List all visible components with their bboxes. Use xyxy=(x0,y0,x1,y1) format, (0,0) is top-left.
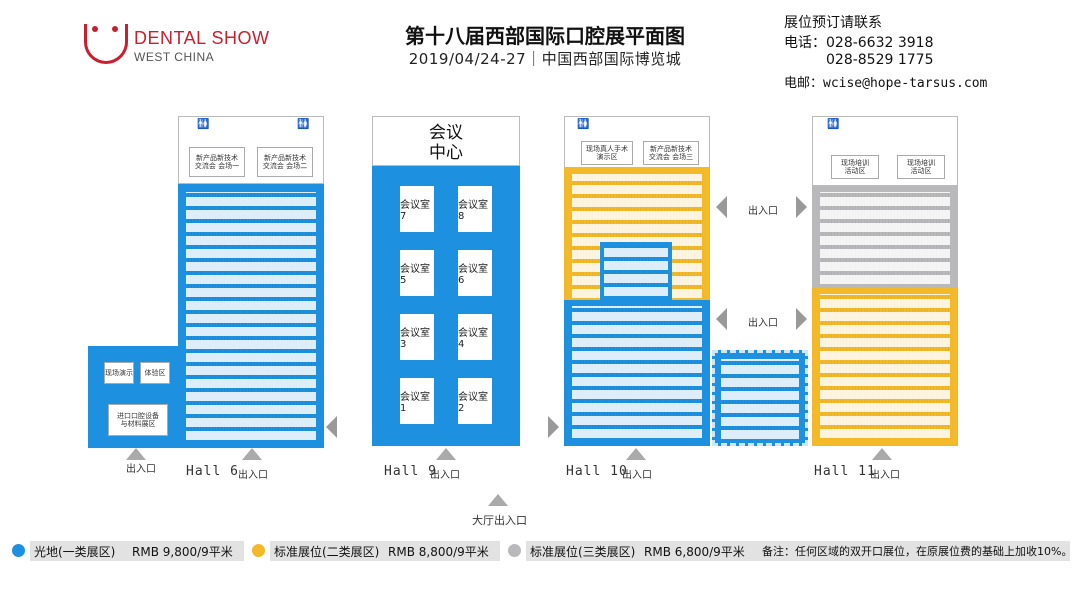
training-zone-2: 现场培训 活动区 xyxy=(897,155,945,179)
legend-name-1: 光地(一类展区) xyxy=(30,541,126,561)
main-exit-label: 大厅出入口 xyxy=(472,514,527,527)
hall-10-exit-arrow-icon xyxy=(716,196,727,218)
booth-grid xyxy=(820,192,950,284)
hall-11-exit-arrow-icon xyxy=(796,308,807,330)
hall-11: 🚻 现场培训 活动区 现场培训 活动区 xyxy=(812,116,958,446)
meeting-room: 会议室7 xyxy=(400,186,434,232)
side-box-a: 现场演示 xyxy=(104,362,134,384)
hall-10-exit: 出入口 xyxy=(622,470,652,481)
logo-eye-icon xyxy=(92,26,98,32)
booth-grid xyxy=(721,359,799,439)
exit-arrow-icon xyxy=(242,448,262,460)
meeting-room: 会议室8 xyxy=(458,186,492,232)
hall-6-top-area: 🚻 🚻 新产品新技术 交流会 会场一 新产品新技术 交流会 会场二 xyxy=(178,116,324,184)
hall-10-exit-arrow-icon xyxy=(716,308,727,330)
hall-11-exit-arrow-icon xyxy=(796,196,807,218)
side-box-b: 体验区 xyxy=(140,362,170,384)
legend-dot-blue xyxy=(12,544,25,557)
hall-6-zone-class-1 xyxy=(178,184,324,448)
meeting-room: 会议室2 xyxy=(458,378,492,424)
hall-10-side-exit-1: 出入口 xyxy=(748,206,778,217)
legend-name-2: 标准展位(二类展区) xyxy=(270,541,382,561)
legend-note: 备注：任何区域的双开口展位，在原展位费的基础上加收10%。 xyxy=(756,541,1072,561)
hall-11-exit: 出入口 xyxy=(870,470,900,481)
booth-grid xyxy=(572,306,702,438)
contact-heading: 展位预订请联系 xyxy=(784,15,882,31)
legend-price-3: RMB 6,800/9平米 xyxy=(638,541,756,561)
hall-11-label: Hall 11 xyxy=(814,464,876,479)
contact-email: 电邮：wcise@hope-tarsus.com xyxy=(784,76,988,91)
hall-10-side-exit-2: 出入口 xyxy=(748,318,778,329)
hall-6: 🚻 🚻 新产品新技术 交流会 会场一 新产品新技术 交流会 会场二 现场演示 体… xyxy=(88,116,324,448)
hall-6-side-exit: 出入口 xyxy=(126,464,156,475)
main-exit-arrow-icon xyxy=(488,494,508,506)
meeting-room: 会议室1 xyxy=(400,378,434,424)
logo-subtitle: WEST CHINA xyxy=(134,50,215,64)
meeting-room: 会议室6 xyxy=(458,250,492,296)
forum-room-1: 新产品新技术 交流会 会场一 xyxy=(189,147,245,177)
conference-center-title: 会议 中心 xyxy=(429,123,463,163)
hall-11-zone-class-2 xyxy=(812,288,958,446)
toilet-icon: 🚻 xyxy=(827,119,840,130)
toilet-icon: 🚻 xyxy=(297,119,310,130)
hall-9: 会议 中心 会议室7 会议室8 会议室5 会议室6 会议室3 会议室4 会议室1… xyxy=(372,116,520,446)
meeting-room: 会议室3 xyxy=(400,314,434,360)
booth-grid xyxy=(186,192,316,440)
hall-10-label: Hall 10 xyxy=(566,464,628,479)
legend-price-2: RMB 8,800/9平米 xyxy=(382,541,500,561)
hall-9-label: Hall 9 xyxy=(384,464,437,479)
meeting-room: 会议室4 xyxy=(458,314,492,360)
training-zone-1: 现场培训 活动区 xyxy=(831,155,879,179)
hall-10-side-arrow-icon xyxy=(548,416,559,438)
hall-11-zone-class-3 xyxy=(812,186,958,288)
meeting-room: 会议室5 xyxy=(400,250,434,296)
exit-arrow-icon xyxy=(126,448,146,460)
legend-dot-gray xyxy=(508,544,521,557)
hall-6-label: Hall 6 xyxy=(186,464,239,479)
legend: 光地(一类展区) RMB 9,800/9平米 标准展位(二类展区) RMB 8,… xyxy=(8,541,1072,561)
contact-phone: 电话：028-6632 3918 xyxy=(784,35,934,51)
hall-10-annex-zone xyxy=(712,350,808,446)
forum-room-2: 新产品新技术 交流会 会场二 xyxy=(257,147,313,177)
toilet-icon: 🚻 xyxy=(197,119,210,130)
side-box-c: 进口口腔设备 与材料展区 xyxy=(108,404,168,436)
hall-9-exit: 出入口 xyxy=(430,470,460,481)
hall-11-top-area: 🚻 现场培训 活动区 现场培训 活动区 xyxy=(812,116,958,186)
legend-price-1: RMB 9,800/9平米 xyxy=(126,541,244,561)
booth-grid xyxy=(820,294,950,438)
surgery-demo-zone: 现场真人手术 演示区 xyxy=(581,141,633,165)
hall-6-exit: 出入口 xyxy=(238,470,268,481)
hall-6-side-zone: 现场演示 体验区 进口口腔设备 与材料展区 xyxy=(88,346,178,448)
hall-10-center-zone xyxy=(600,242,672,300)
legend-dot-yellow xyxy=(252,544,265,557)
hall-10-zone-class-1 xyxy=(564,300,710,446)
exit-arrow-icon xyxy=(626,448,646,460)
exit-arrow-icon xyxy=(436,448,456,460)
hall-9-zone: 会议室7 会议室8 会议室5 会议室6 会议室3 会议室4 会议室1 会议室2 xyxy=(372,166,520,446)
contact-phone-2: 028-8529 1775 xyxy=(826,52,934,68)
hall-10-top-area: 🚻 现场真人手术 演示区 新产品新技术 交流会 会场三 xyxy=(564,116,710,168)
page-title: 第十八届西部国际口腔展平面图 xyxy=(405,24,685,48)
page-subtitle: 2019/04/24-27｜中国西部国际博览城 xyxy=(408,50,682,68)
logo-smile-icon xyxy=(84,24,128,64)
exit-arrow-icon xyxy=(872,448,892,460)
forum-room-3: 新产品新技术 交流会 会场三 xyxy=(643,141,699,165)
booth-grid xyxy=(604,246,668,296)
logo-eye-icon xyxy=(112,26,118,32)
conference-center: 会议 中心 xyxy=(372,116,520,166)
hall-10: 🚻 现场真人手术 演示区 新产品新技术 交流会 会场三 xyxy=(564,116,710,446)
toilet-icon: 🚻 xyxy=(577,119,590,130)
legend-name-3: 标准展位(三类展区) xyxy=(526,541,638,561)
logo-name: DENTAL SHOW xyxy=(134,28,270,48)
hall-6-side-arrow-icon xyxy=(326,416,337,438)
